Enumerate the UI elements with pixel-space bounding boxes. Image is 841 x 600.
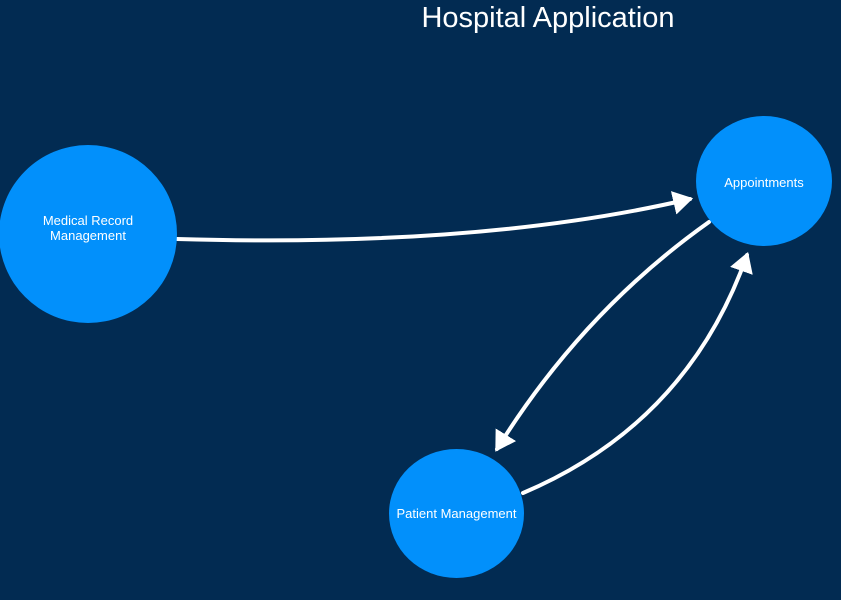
node-medical-record-management: Medical Record Management (0, 145, 177, 323)
edge-patient-to-appointments (521, 251, 753, 495)
node-patient-management: Patient Management (389, 449, 524, 578)
node-label: Medical Record Management (42, 213, 134, 243)
node-label: Appointments (724, 174, 804, 190)
edge-medical-to-appointments (175, 191, 694, 243)
edge-appointments-to-patient (495, 220, 711, 452)
node-label: Patient Management (396, 506, 517, 521)
diagram-title: Hospital Application (421, 2, 675, 34)
node-appointments: Appointments (696, 116, 832, 246)
